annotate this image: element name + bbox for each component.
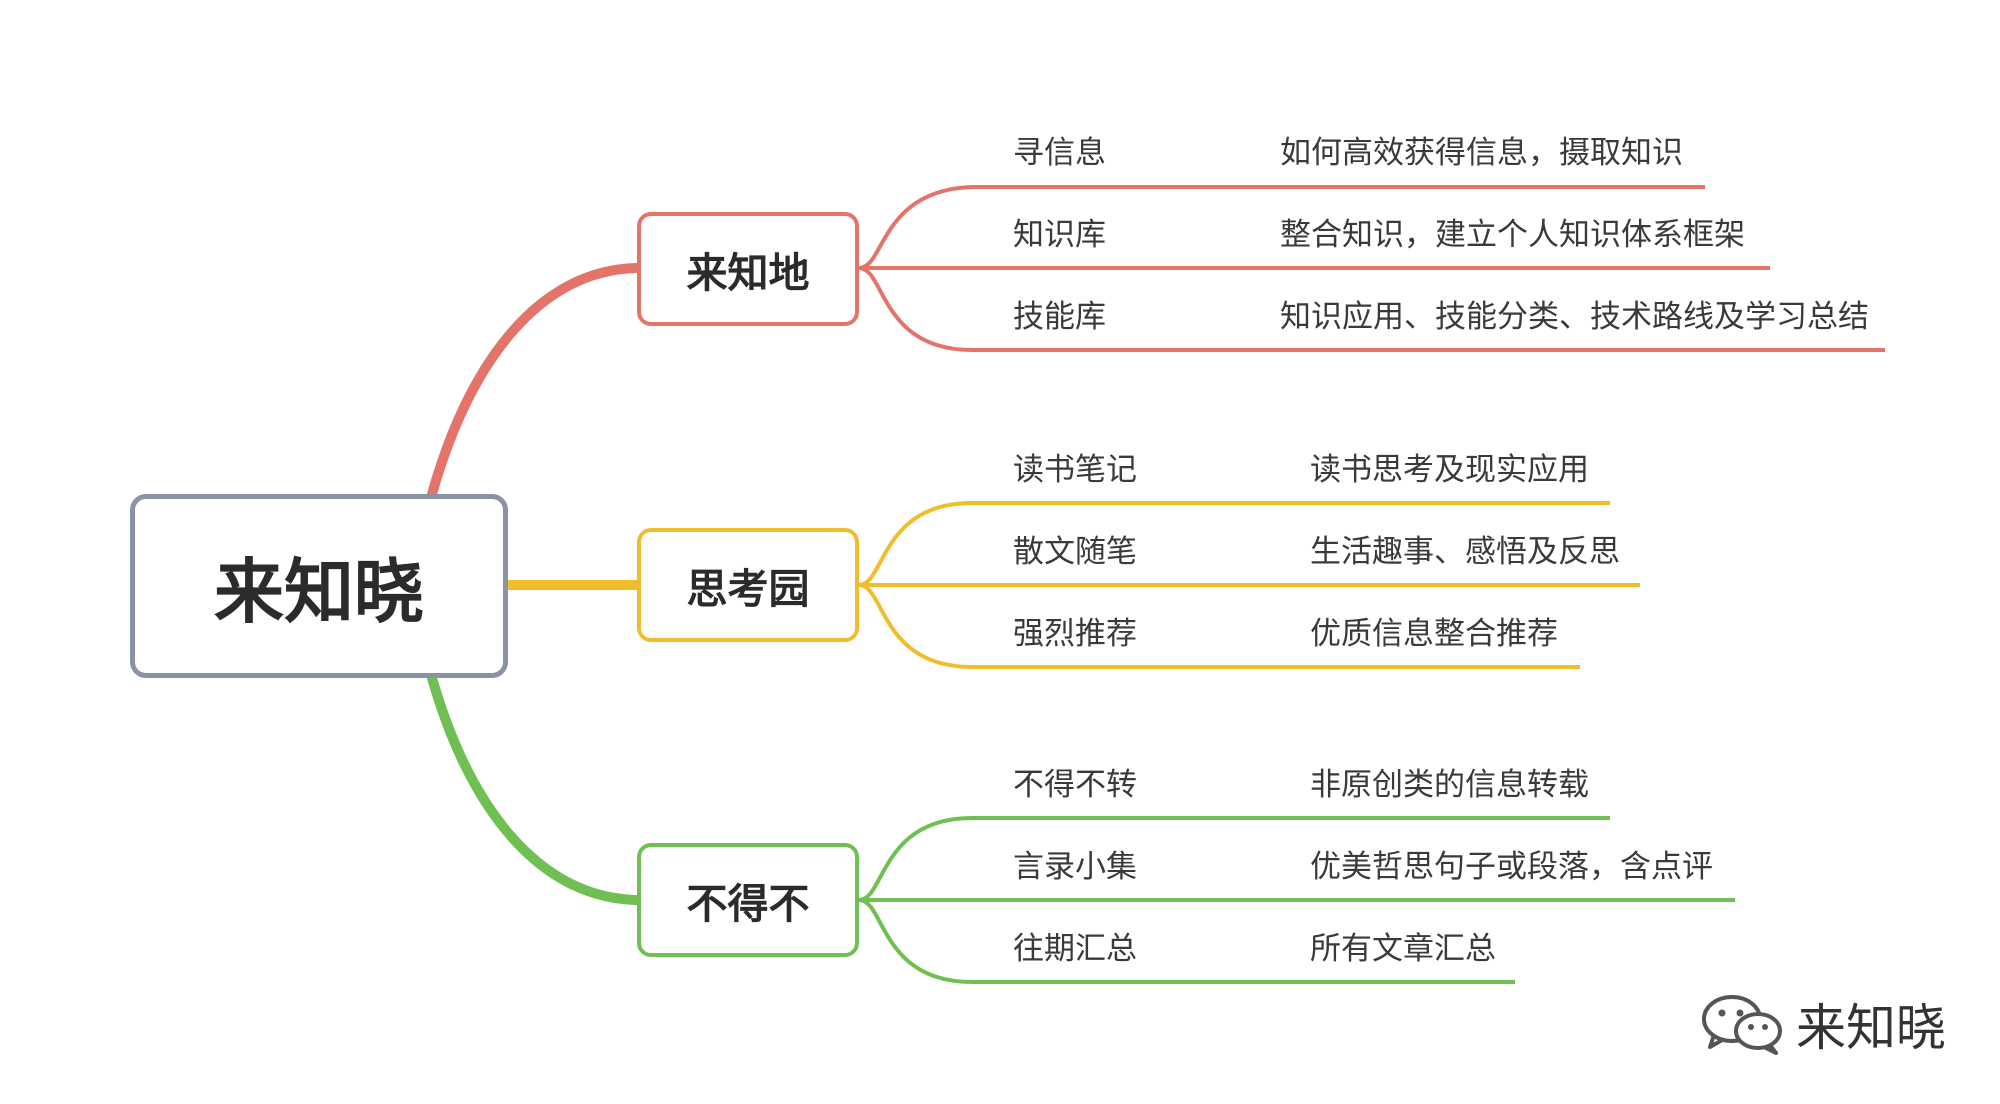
branch-node-2-label: 思考园 — [686, 565, 810, 613]
branch-1-item-2-name[interactable]: 知识库 — [1013, 217, 1106, 253]
branch-1-item-1-name[interactable]: 寻信息 — [1013, 135, 1106, 171]
connector-branch-3-item-1 — [858, 816, 1610, 902]
branch-node-2[interactable]: 思考园 — [637, 528, 859, 642]
connector-root-branch-3 — [427, 673, 642, 905]
connector-branch-1-item-3 — [858, 266, 1885, 352]
branch-1-item-1-desc[interactable]: 如何高效获得信息，摄取知识 — [1280, 135, 1683, 171]
branch-3-item-2-name[interactable]: 言录小集 — [1013, 849, 1137, 885]
connector-branch-2-item-1 — [858, 501, 1610, 587]
branch-2-item-2-desc[interactable]: 生活趣事、感悟及反思 — [1310, 534, 1620, 570]
branch-3-item-1-name[interactable]: 不得不转 — [1013, 767, 1137, 803]
branch-2-item-2-name[interactable]: 散文随笔 — [1013, 534, 1137, 570]
connector-branch-1-item-1 — [858, 185, 1705, 270]
branch-3-item-1-desc[interactable]: 非原创类的信息转载 — [1310, 767, 1589, 803]
branch-3-item-3-name[interactable]: 往期汇总 — [1013, 931, 1137, 967]
branch-node-1-label: 来知地 — [686, 249, 810, 297]
branch-node-3[interactable]: 不得不 — [637, 843, 859, 957]
branch-1-item-2-desc[interactable]: 整合知识，建立个人知识体系框架 — [1280, 217, 1745, 253]
branch-2-item-1-name[interactable]: 读书笔记 — [1013, 452, 1137, 488]
branch-3-item-3-desc[interactable]: 所有文章汇总 — [1310, 931, 1496, 967]
branch-2-item-1-desc[interactable]: 读书思考及现实应用 — [1310, 452, 1589, 488]
wechat-icon — [1700, 991, 1786, 1057]
watermark-text: 来知晓 — [1796, 999, 1946, 1057]
branch-1-item-3-desc[interactable]: 知识应用、技能分类、技术路线及学习总结 — [1280, 299, 1869, 335]
connector-branch-2-item-3 — [858, 583, 1580, 669]
root-node[interactable]: 来知晓 — [130, 494, 508, 678]
connector-root-branch-1 — [427, 263, 642, 499]
branch-2-item-3-desc[interactable]: 优质信息整合推荐 — [1310, 616, 1558, 652]
watermark: 来知晓 — [1700, 988, 1946, 1060]
branch-node-1[interactable]: 来知地 — [637, 212, 859, 326]
branch-1-item-3-name[interactable]: 技能库 — [1013, 299, 1106, 335]
branch-2-item-3-name[interactable]: 强烈推荐 — [1013, 616, 1137, 652]
branch-3-item-2-desc[interactable]: 优美哲思句子或段落，含点评 — [1310, 849, 1713, 885]
connector-branch-3-item-3 — [858, 898, 1515, 984]
branch-node-3-label: 不得不 — [686, 880, 810, 928]
root-node-label: 来知晓 — [214, 550, 424, 633]
